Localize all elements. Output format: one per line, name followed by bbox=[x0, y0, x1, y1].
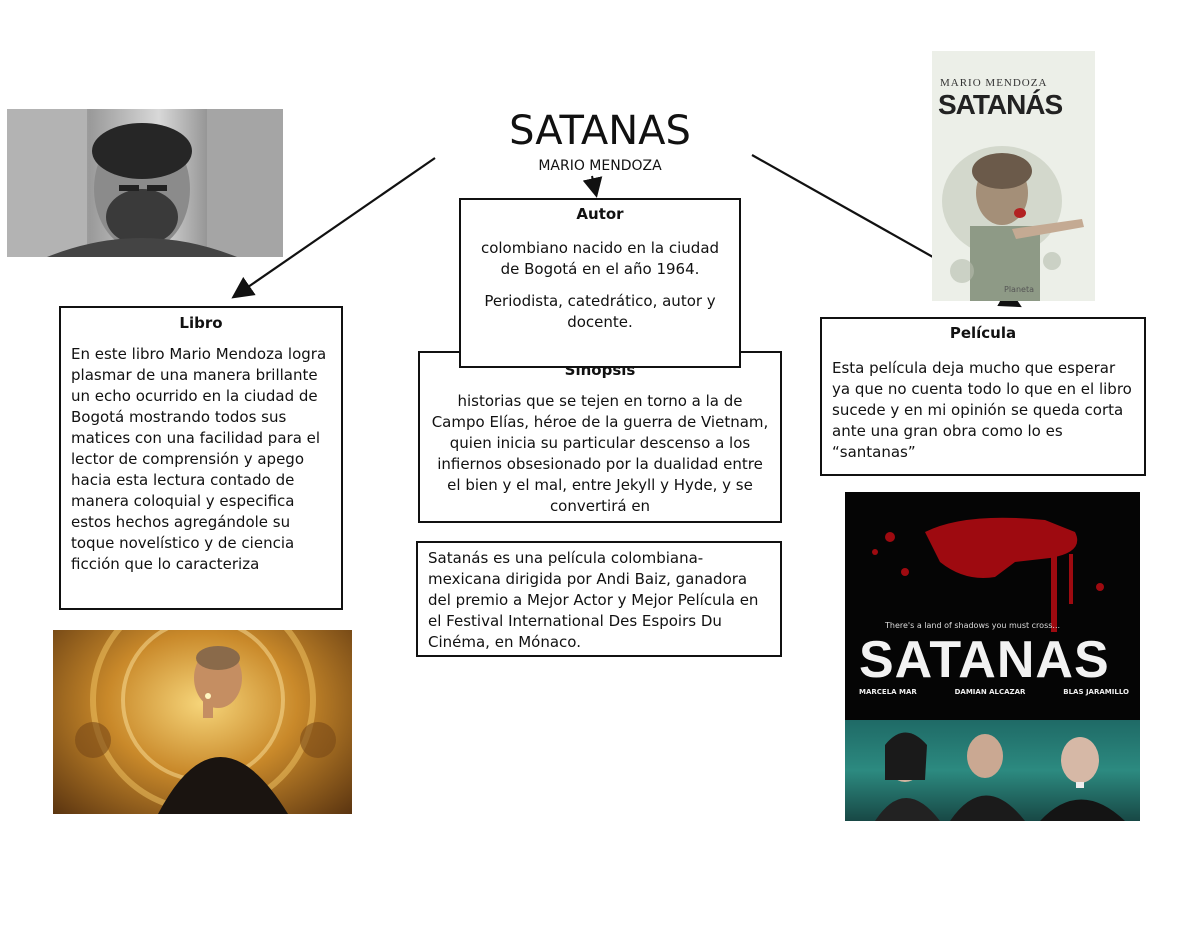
book-cover-title: SATANÁS bbox=[938, 89, 1063, 120]
pelicula-box: Película Esta película deja mucho que es… bbox=[820, 317, 1146, 476]
arrow-to-autor bbox=[582, 175, 603, 198]
poster-cast-1: MARCELA MAR bbox=[859, 688, 917, 696]
book-cover: MARIO MENDOZA SATANÁS Planeta bbox=[932, 51, 1095, 301]
premio-text: Satanás es una película colombiana-mexic… bbox=[428, 549, 759, 651]
page-subtitle: MARIO MENDOZA bbox=[538, 158, 662, 174]
pelicula-text: Esta película deja mucho que esperar ya … bbox=[832, 359, 1132, 461]
page-title: SATANAS bbox=[509, 108, 691, 154]
poster-cast: MARCELA MAR DAMIAN ALCAZAR BLAS JARAMILL… bbox=[859, 688, 1129, 696]
movie-poster: There's a land of shadows you must cross… bbox=[845, 492, 1140, 821]
book-cover-publisher: Planeta bbox=[1004, 285, 1034, 294]
pelicula-heading: Película bbox=[949, 324, 1017, 342]
libro-text: En este libro Mario Mendoza logra plasma… bbox=[71, 345, 327, 573]
poster-cast-3: BLAS JARAMILLO bbox=[1063, 688, 1129, 696]
film-still bbox=[53, 630, 352, 814]
poster-photo bbox=[845, 720, 1140, 821]
sinopsis-box: Sinopsis historias que se tejen en torno… bbox=[418, 351, 782, 523]
autor-box: Autor colombiano nacido en la ciudad de … bbox=[459, 198, 741, 368]
premio-box: Satanás es una película colombiana-mexic… bbox=[416, 541, 782, 657]
poster-cast-2: DAMIAN ALCAZAR bbox=[954, 688, 1026, 696]
autor-heading: Autor bbox=[576, 205, 624, 223]
autor-bio: colombiano nacido en la ciudad de Bogotá… bbox=[480, 239, 720, 278]
libro-box: Libro En este libro Mario Mendoza logra … bbox=[59, 306, 343, 610]
poster-title: SATANAS bbox=[859, 631, 1110, 689]
arrow-to-libro bbox=[231, 157, 436, 299]
autor-profession: Periodista, catedrático, autor y docente… bbox=[484, 292, 716, 331]
poster-tagline: There's a land of shadows you must cross… bbox=[885, 621, 1061, 630]
author-photo bbox=[7, 109, 283, 257]
sinopsis-text: historias que se tejen en torno a la de … bbox=[431, 392, 769, 515]
libro-heading: Libro bbox=[179, 314, 223, 332]
book-cover-author: MARIO MENDOZA bbox=[940, 77, 1048, 89]
